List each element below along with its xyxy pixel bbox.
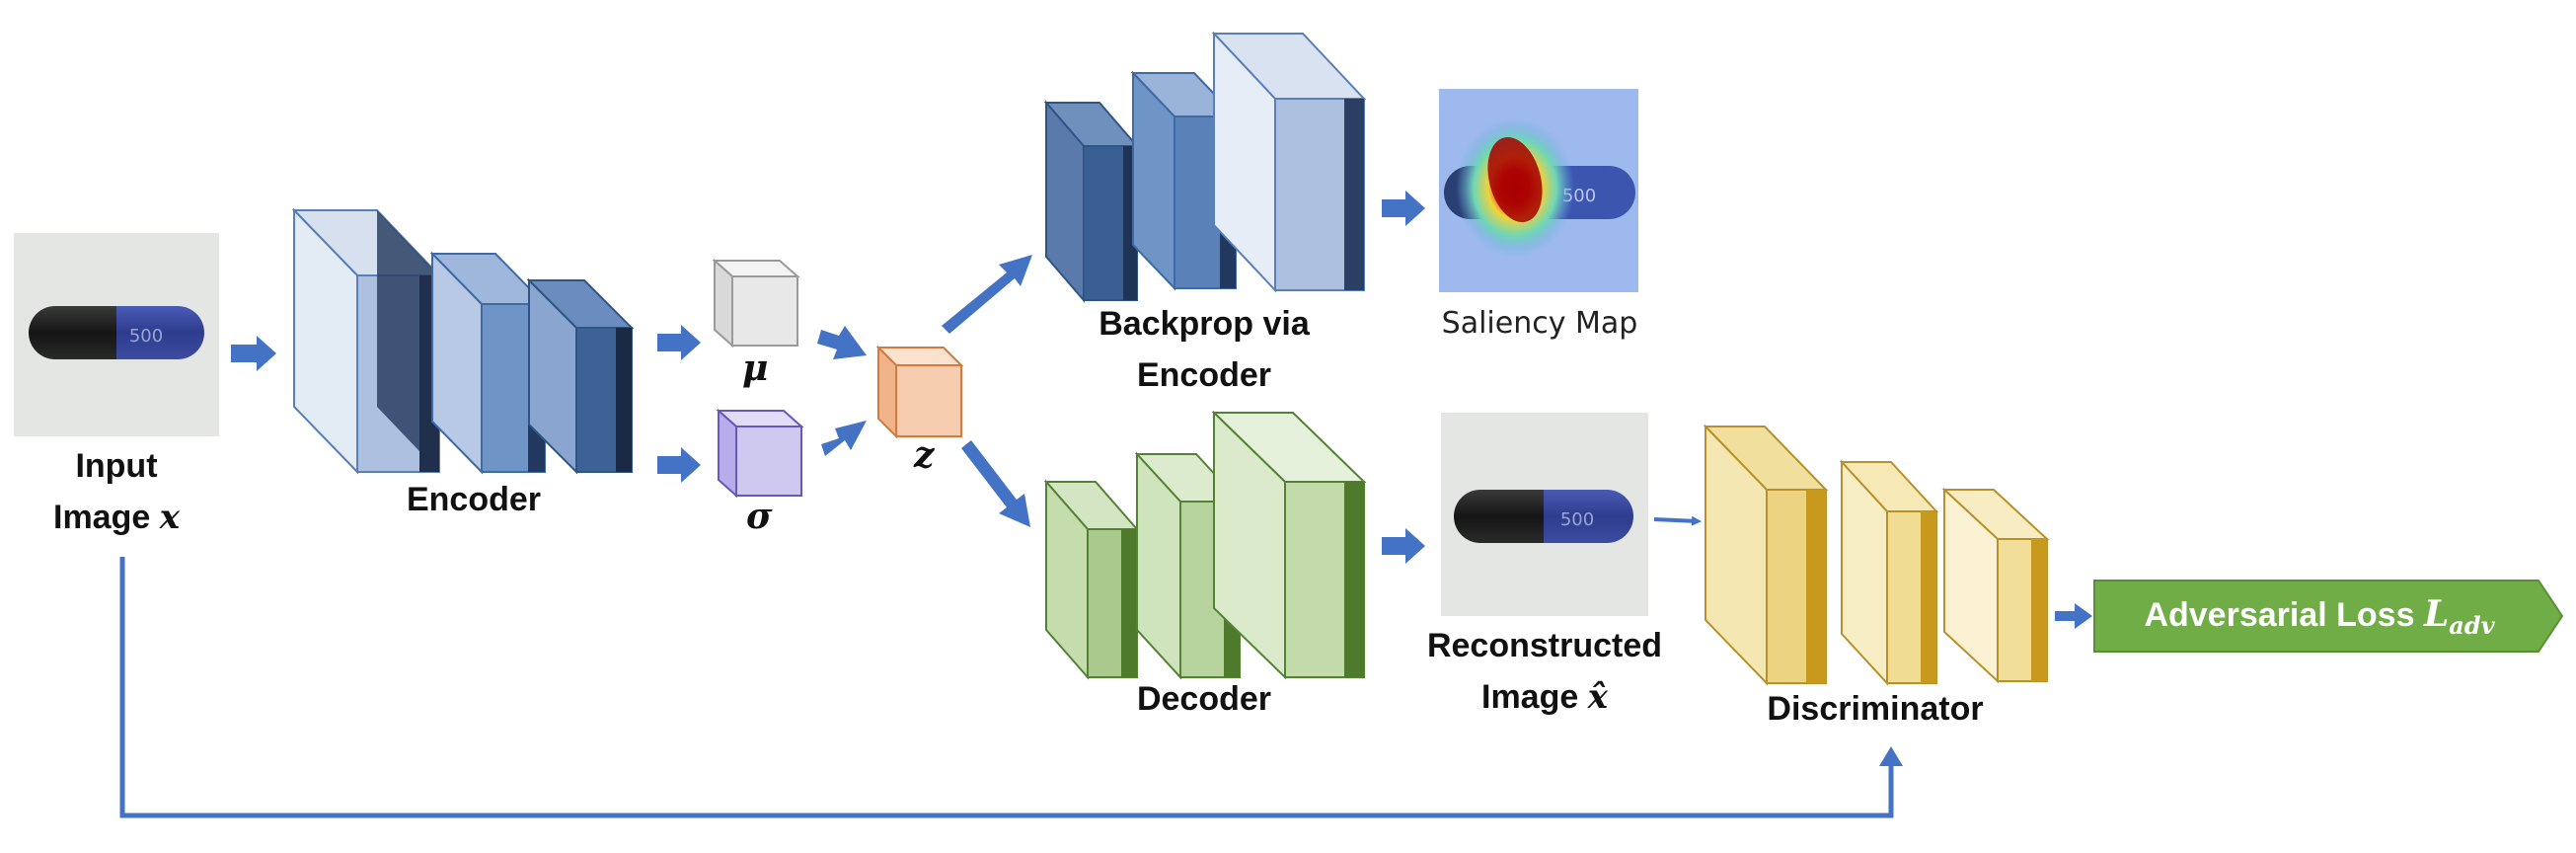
input-label-line2: Image x xyxy=(14,492,219,543)
backprop-label-line1: Backprop via xyxy=(1099,305,1310,343)
capsule-text: 500 xyxy=(129,326,163,347)
arrow-mu-to-z xyxy=(817,326,867,359)
arrow-recon-to-discriminator xyxy=(1653,515,1702,526)
adversarial-loss-banner xyxy=(2093,580,2564,653)
mu-cube xyxy=(712,258,800,349)
arrow-decoder-to-recon xyxy=(1382,528,1425,564)
arrow-input-to-encoder xyxy=(231,336,276,371)
input-label-line1: Input xyxy=(75,447,158,485)
sigma-cube xyxy=(716,408,804,499)
z-label: z xyxy=(914,434,935,476)
discriminator-block xyxy=(1703,424,2050,686)
recon-var-xhat: x̂ xyxy=(1587,677,1608,717)
input-label-image: Image xyxy=(53,499,151,536)
reconstructed-image: 500 xyxy=(1441,413,1648,616)
input-image: 500 xyxy=(14,233,219,436)
discriminator-label: Discriminator xyxy=(1767,690,1984,728)
arrow-encoder-to-sigma xyxy=(657,447,701,483)
saliency-map-image: 500 xyxy=(1439,89,1638,292)
reconstructed-label-image: Image xyxy=(1481,678,1579,716)
arrow-backprop-to-saliency xyxy=(1382,191,1425,226)
encoder-label: Encoder xyxy=(406,481,542,518)
z-cube xyxy=(875,345,964,439)
input-var-x: x xyxy=(159,498,180,537)
mu-label: μ xyxy=(742,348,769,389)
backprop-label: Backprop via Encoder xyxy=(1046,298,1362,401)
loss-sub: adv xyxy=(2449,610,2495,640)
arrows xyxy=(231,191,2092,629)
arrow-disc-to-loss xyxy=(2055,603,2092,629)
arrow-z-to-decoder xyxy=(961,440,1030,527)
arrow-sigma-to-z xyxy=(821,421,867,456)
arrow-z-to-backprop xyxy=(942,255,1032,334)
adversarial-loss-label: Adversarial Loss Ladv xyxy=(2102,584,2537,644)
loss-var: L xyxy=(2423,593,2450,635)
skip-connection-input-to-discriminator xyxy=(119,557,1894,818)
input-label: Input Image x xyxy=(14,440,219,543)
reconstructed-label: Reconstructed Image x̂ xyxy=(1392,620,1698,723)
arrow-encoder-to-mu xyxy=(657,325,701,360)
recon-capsule-text: 500 xyxy=(1560,509,1594,530)
skip-connection-arrowhead xyxy=(1879,746,1903,766)
sigma-label: σ xyxy=(746,496,773,537)
backprop-label-line2: Encoder xyxy=(1136,356,1272,394)
decoder-block xyxy=(1043,410,1367,680)
saliency-label: Saliency Map xyxy=(1441,306,1638,341)
reconstructed-label-line1: Reconstructed xyxy=(1426,627,1663,664)
encoder-block xyxy=(291,207,635,475)
loss-text: Adversarial Loss xyxy=(2144,596,2415,634)
decoder-label: Decoder xyxy=(1136,680,1272,718)
reconstructed-label-line2: Image x̂ xyxy=(1392,671,1698,723)
backprop-encoder-block xyxy=(1043,31,1367,303)
